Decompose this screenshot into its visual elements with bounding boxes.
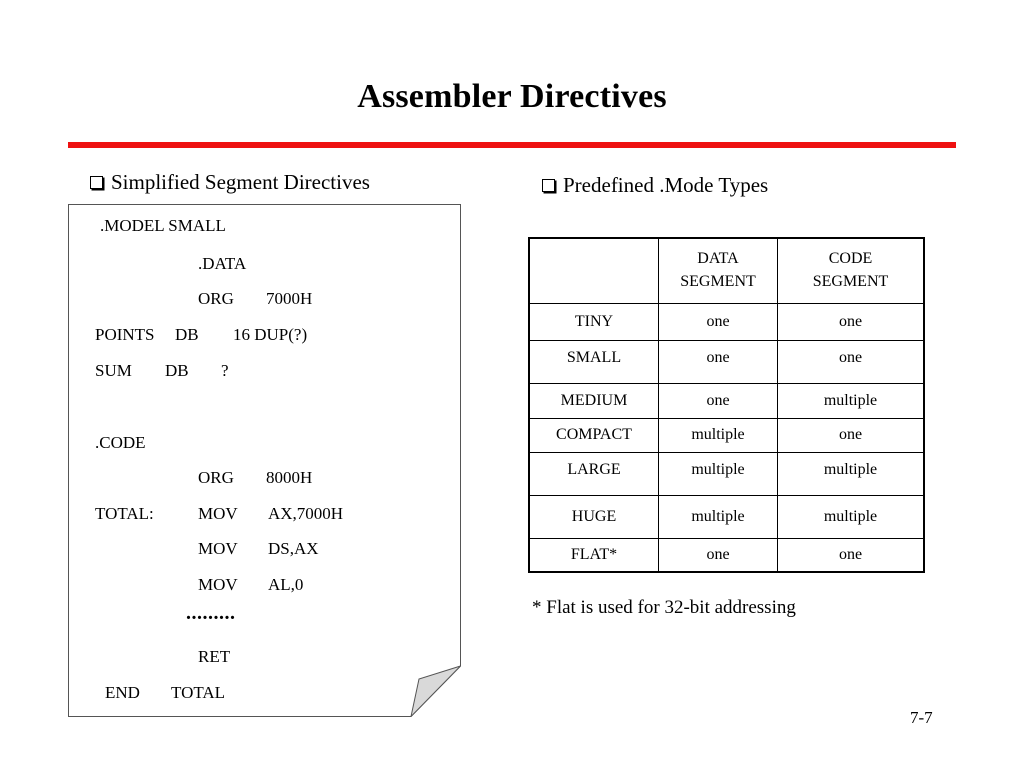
right-heading-text: Predefined .Mode Types [563, 173, 769, 197]
table-cell: multiple [658, 494, 778, 539]
table-row: TINY one one [528, 302, 925, 341]
table-cell: one [658, 537, 778, 573]
table-row: HUGE multiple multiple [528, 494, 925, 539]
table-cell: multiple [777, 451, 925, 496]
table-cell: multiple [777, 382, 925, 419]
left-section-heading: Simplified Segment Directives [90, 170, 370, 195]
table-cell: one [777, 537, 925, 573]
table-cell: COMPACT [528, 417, 659, 453]
code-line-data: .DATA [198, 254, 247, 273]
code-keyword: DB [175, 325, 199, 344]
code-label: POINTS [95, 325, 155, 344]
code-operand: AL,0 [268, 575, 304, 594]
checkbox-bullet-icon [90, 176, 103, 189]
table-cell: HUGE [528, 494, 659, 539]
code-operand: DS,AX [268, 539, 319, 558]
table-cell: TINY [528, 302, 659, 341]
table-row: LARGE multiple multiple [528, 451, 925, 496]
code-operand: 7000H [266, 289, 313, 308]
table-cell: one [658, 382, 778, 419]
right-section-heading: Predefined .Mode Types [542, 173, 768, 198]
table-cell: LARGE [528, 451, 659, 496]
mode-types-table: DATA SEGMENT CODE SEGMENT TINY one one S… [528, 237, 925, 573]
table-header-cell [528, 237, 659, 304]
code-listing-page: .MODEL SMALL .DATA ORG 7000H POINTS DB 1… [68, 204, 461, 717]
left-heading-text: Simplified Segment Directives [111, 170, 370, 194]
table-cell: one [777, 417, 925, 453]
code-operand: 8000H [266, 468, 313, 487]
table-row: MEDIUM one multiple [528, 382, 925, 419]
table-row: FLAT* one one [528, 537, 925, 573]
table-cell: one [658, 302, 778, 341]
table-cell: SMALL [528, 339, 659, 384]
table-header-cell: CODE SEGMENT [777, 237, 925, 304]
table-cell: one [777, 339, 925, 384]
title-divider [68, 142, 956, 148]
code-label: TOTAL: [95, 504, 154, 523]
slide-title: Assembler Directives [357, 78, 667, 115]
table-cell: MEDIUM [528, 382, 659, 419]
code-keyword: END [105, 683, 140, 702]
code-operand: ? [221, 361, 229, 380]
table-footnote: * Flat is used for 32-bit addressing [532, 597, 796, 618]
table-cell: multiple [777, 494, 925, 539]
table-header-row: DATA SEGMENT CODE SEGMENT [528, 237, 925, 304]
table-cell: one [777, 302, 925, 341]
table-cell: one [658, 339, 778, 384]
folded-page-outline [68, 204, 461, 717]
table-row: SMALL one one [528, 339, 925, 384]
code-keyword: MOV [198, 575, 238, 594]
code-operand: TOTAL [171, 683, 226, 702]
code-ellipsis: ......... [186, 602, 236, 624]
code-operand: 16 DUP(?) [233, 325, 308, 344]
table-cell: multiple [658, 451, 778, 496]
code-label: SUM [95, 361, 132, 380]
code-keyword: MOV [198, 504, 238, 523]
code-keyword: DB [165, 361, 189, 380]
code-keyword: ORG [198, 468, 234, 487]
page-number: 7-7 [910, 708, 933, 727]
code-keyword: RET [198, 647, 231, 666]
table-header-cell: DATA SEGMENT [658, 237, 778, 304]
code-keyword: ORG [198, 289, 234, 308]
table-row: COMPACT multiple one [528, 417, 925, 453]
table-cell: multiple [658, 417, 778, 453]
table-cell: FLAT* [528, 537, 659, 573]
code-operand: AX,7000H [268, 504, 344, 523]
code-keyword: MOV [198, 539, 238, 558]
code-line-model: .MODEL SMALL [100, 216, 226, 235]
code-line-code: .CODE [95, 433, 146, 452]
checkbox-bullet-icon [542, 179, 555, 192]
